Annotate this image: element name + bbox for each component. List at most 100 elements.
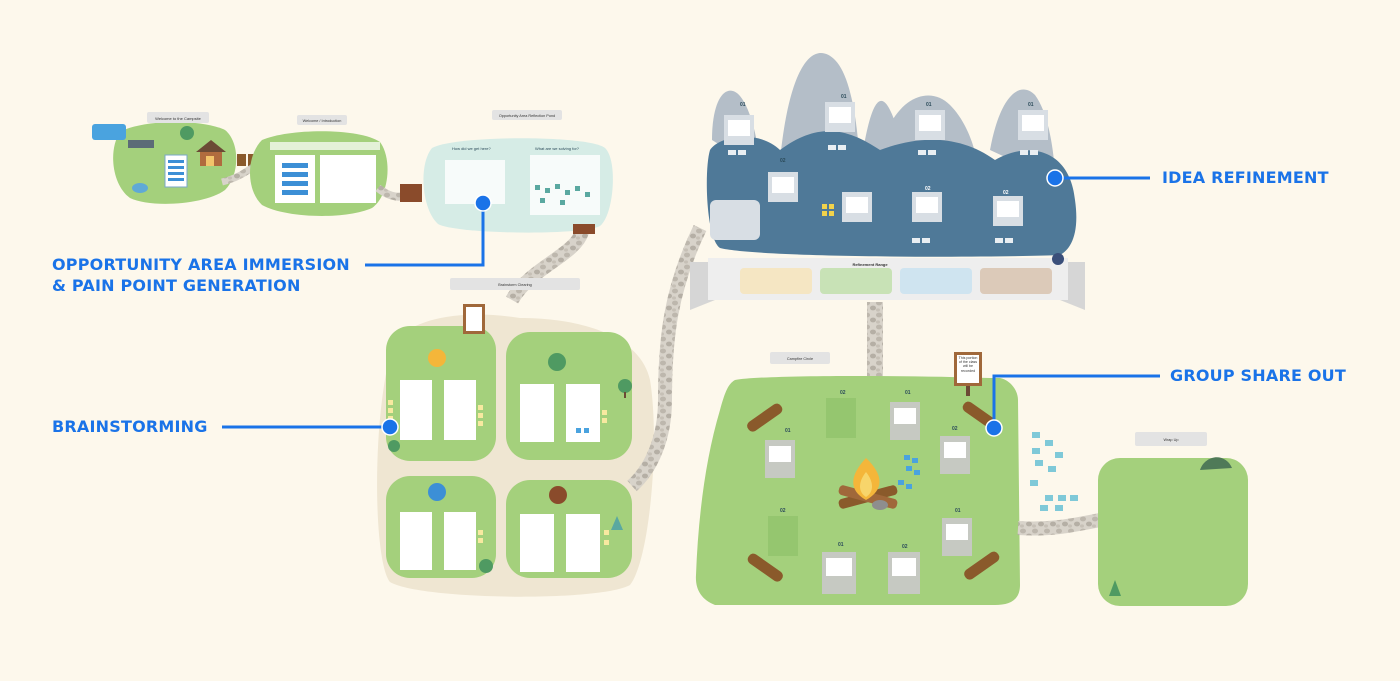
intro-card[interactable] [275,155,315,203]
refinement-range-title: Refinement Range [852,262,888,267]
step-label: 02 [925,186,931,192]
step-label: 02 [840,390,846,396]
intro-card[interactable] [320,155,376,203]
callout-idea-refinement: IDEA REFINEMENT [1162,168,1329,187]
bridge-icon [573,224,595,234]
idea-refinement-area[interactable]: 01 01 01 01 02 02 02 Refinement Range [690,53,1085,310]
brainstorm-card[interactable] [520,384,554,442]
pond-heading-left: How did we get here? [452,146,491,151]
immersion-dot[interactable] [474,194,492,212]
step-label: 01 [926,102,932,108]
pond-card-left[interactable] [445,160,505,204]
wrap-up-area[interactable]: Wrap Up [1098,432,1248,606]
wrap-up-banner [1135,432,1207,446]
callout-brainstorming: BRAINSTORMING [52,417,208,436]
step-label: 01 [1028,102,1034,108]
introduction-area[interactable]: Welcome / Introduction [250,115,388,216]
brainstorm-card[interactable] [444,380,476,440]
refinement-card[interactable] [710,200,760,240]
brainstorming-dot[interactable] [381,418,399,436]
campfire-icon [838,458,898,510]
brainstorm-banner-text: Brainstorm Clearing [498,283,532,287]
log-icon [747,403,783,432]
signpost-icon [237,154,246,166]
brainstorming-area[interactable] [377,304,654,597]
campsite-pond [132,183,148,193]
wrap-up-banner-text: Wrap Up [1164,438,1179,442]
callout-immersion: OPPORTUNITY AREA IMMERSION & PAIN POINT … [52,254,350,296]
range-card-forest[interactable] [820,268,892,294]
empty-slot[interactable] [768,516,798,556]
log-icon [747,553,783,582]
brainstorm-card[interactable] [444,512,476,570]
welcome-bubble [92,124,126,140]
theme-icon-sun [428,349,446,367]
stone-path [1017,513,1102,536]
step-label: 02 [1003,190,1009,196]
callout-connectors [222,176,1160,429]
tree-icon [479,559,493,573]
sticky-note-cluster[interactable] [1030,432,1078,511]
step-label: 01 [841,94,847,100]
pond-card-right[interactable] [530,155,600,215]
bridge-icon [400,184,422,202]
campsite-banner [147,112,209,123]
campsite-photo [128,140,154,148]
cabin-icon [196,140,226,166]
opportunity-pond-area[interactable]: Opportunity Area Reflection Pond How did… [423,110,613,233]
group-share-out-dot[interactable] [985,419,1003,437]
step-label: 01 [740,102,746,108]
range-card-earth[interactable] [980,268,1052,294]
brainstorm-card[interactable] [520,514,554,572]
theme-icon-forest [548,353,566,371]
badge-icon [1052,253,1064,265]
log-icon [964,551,1000,580]
step-label: 01 [905,390,911,396]
range-card-sun[interactable] [740,268,812,294]
callout-group-share-out: GROUP SHARE OUT [1170,366,1346,385]
tree-icon [388,440,400,452]
opportunity-banner [492,110,562,120]
stone-path [627,224,707,492]
opportunity-banner-text: Opportunity Area Reflection Pond [499,114,555,118]
bush-icon [1200,457,1232,470]
introduction-banner [297,115,347,125]
brainstorm-card[interactable] [566,384,600,442]
intro-header-strip [270,142,380,150]
theme-icon-water [428,483,446,501]
idea-refinement-dot[interactable] [1046,169,1064,187]
wooden-sign-icon [463,304,485,334]
theme-icon-earth [549,486,567,504]
campsite-banner-text: Welcome to the Campsite [155,116,201,121]
callout-immersion-line1: OPPORTUNITY AREA IMMERSION [52,255,350,274]
range-card-water[interactable] [900,268,972,294]
brainstorm-card[interactable] [400,380,432,440]
campfire-area[interactable]: Campfire Circle [695,352,1020,605]
tree-icon [611,516,623,530]
introduction-banner-text: Welcome / Introduction [303,119,342,123]
step-label: 02 [952,426,958,432]
empty-slot[interactable] [826,398,856,438]
step-label: 02 [780,158,786,164]
step-label: 01 [955,508,961,514]
step-label: 01 [838,542,844,548]
campfire-banner-text: Campfire Circle [787,357,813,361]
step-label: 02 [902,544,908,550]
brainstorm-card[interactable] [400,512,432,570]
callout-immersion-line2: & PAIN POINT GENERATION [52,276,301,295]
campsite-card[interactable] [164,154,188,188]
campsite-area[interactable]: Welcome to the Campsite [92,112,257,204]
step-label: 01 [785,428,791,434]
tree-icon [618,379,632,393]
stone-path [505,229,589,304]
brainstorm-banner [450,278,580,290]
refinement-lake[interactable] [706,131,1077,257]
tree-icon [180,126,194,140]
recording-sign-text: This portion of the class will be record… [958,356,978,373]
step-label: 02 [780,508,786,514]
brainstorm-card[interactable] [566,514,600,572]
campfire-banner [770,352,830,364]
pond-heading-right: What are we solving for? [535,146,580,151]
rock-icon [872,500,888,510]
